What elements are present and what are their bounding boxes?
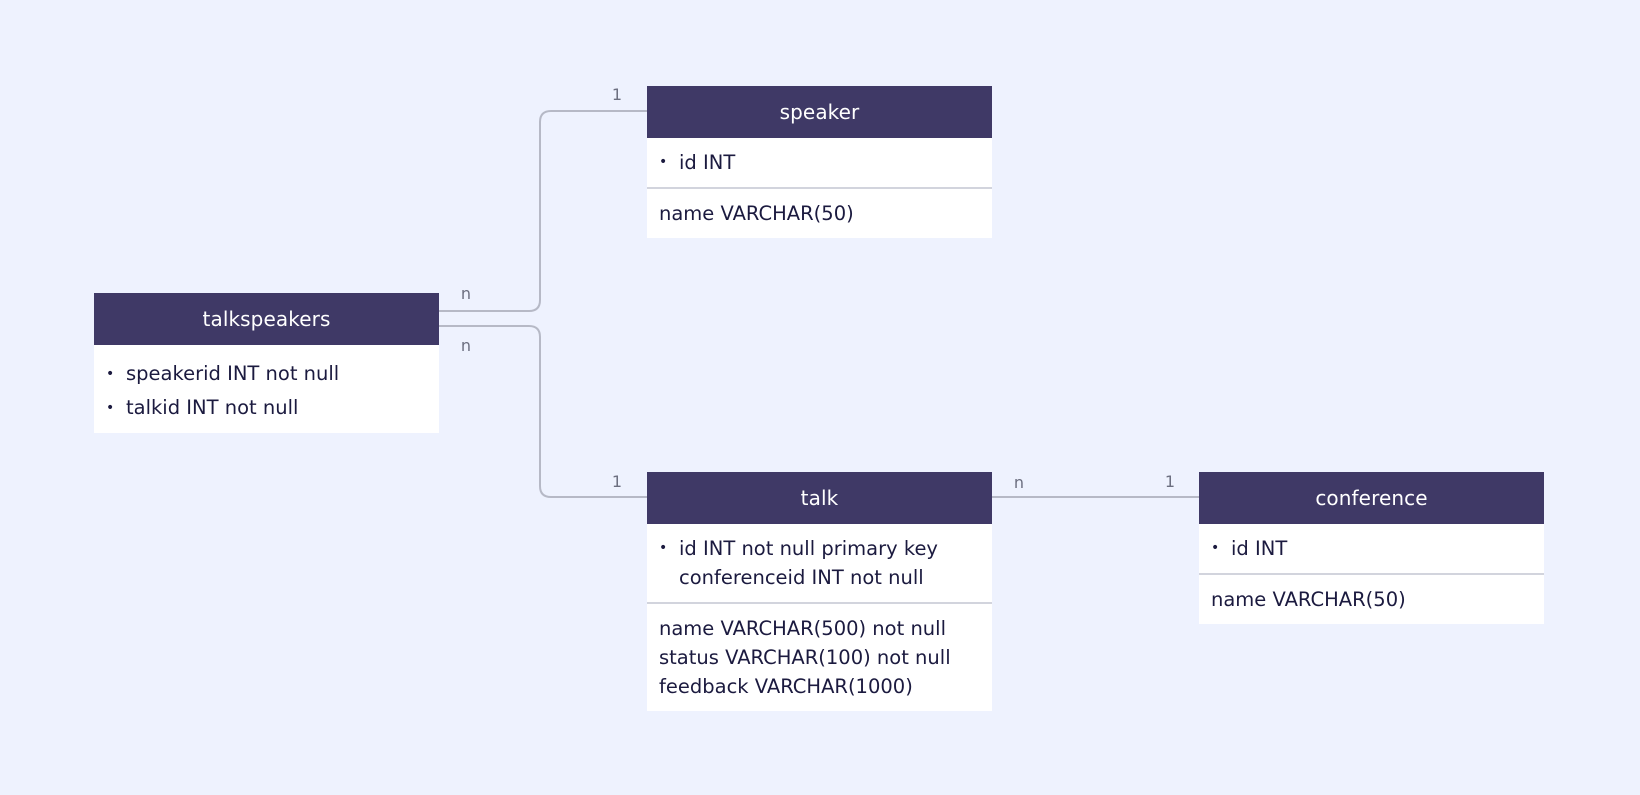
- field-row: name VARCHAR(500) not null: [659, 617, 946, 640]
- entity-conference[interactable]: conference • id INT name VARCHAR(50): [1199, 472, 1544, 624]
- bullet-icon: •: [106, 366, 115, 382]
- key-row: • speakerid INT not null: [106, 357, 427, 391]
- key-text: id INT: [679, 151, 736, 174]
- entity-title: talkspeakers: [94, 293, 439, 345]
- bullet-icon: •: [106, 400, 115, 416]
- keys-section: • speakerid INT not null • talkid INT no…: [94, 345, 439, 433]
- fields-section: name VARCHAR(50): [1199, 573, 1544, 624]
- key-text: speakerid INT not null: [126, 362, 340, 385]
- cardinality-speaker-one: 1: [612, 85, 622, 104]
- cardinality-conference-one: 1: [1165, 472, 1175, 491]
- key-text: id INT not null primary key conferenceid…: [679, 537, 938, 589]
- key-text: id INT: [1231, 537, 1288, 560]
- field-row: name VARCHAR(50): [659, 202, 854, 225]
- entity-title: conference: [1199, 472, 1544, 524]
- key-row: • id INT: [1211, 534, 1532, 563]
- key-row: • id INT: [659, 148, 980, 177]
- relation-talkspeakers-talk: [439, 325, 647, 498]
- entity-title: speaker: [647, 86, 992, 138]
- field-row: feedback VARCHAR(1000): [659, 675, 913, 698]
- bullet-icon: •: [659, 154, 668, 170]
- fields-section: name VARCHAR(500) not null status VARCHA…: [647, 602, 992, 711]
- bullet-icon: •: [659, 540, 668, 556]
- fields-section: name VARCHAR(50): [647, 187, 992, 238]
- keys-section: • id INT not null primary key conference…: [647, 524, 992, 602]
- bullet-icon: •: [1211, 540, 1220, 556]
- entity-title: talk: [647, 472, 992, 524]
- entity-speaker[interactable]: speaker • id INT name VARCHAR(50): [647, 86, 992, 238]
- keys-section: • id INT: [1199, 524, 1544, 573]
- cardinality-talkspeakers-many-speaker: n: [461, 284, 471, 303]
- key-row: • talkid INT not null: [106, 391, 427, 425]
- keys-section: • id INT: [647, 138, 992, 187]
- field-row: status VARCHAR(100) not null: [659, 646, 951, 669]
- key-text: talkid INT not null: [126, 396, 299, 419]
- key-row: • id INT not null primary key conference…: [659, 534, 980, 592]
- entity-talkspeakers[interactable]: talkspeakers • speakerid INT not null • …: [94, 293, 439, 433]
- relation-talkspeakers-speaker: [439, 110, 647, 312]
- field-row: name VARCHAR(50): [1211, 588, 1406, 611]
- cardinality-talk-many: n: [1014, 473, 1024, 492]
- cardinality-talkspeakers-many-talk: n: [461, 336, 471, 355]
- cardinality-talk-one: 1: [612, 472, 622, 491]
- entity-talk[interactable]: talk • id INT not null primary key confe…: [647, 472, 992, 711]
